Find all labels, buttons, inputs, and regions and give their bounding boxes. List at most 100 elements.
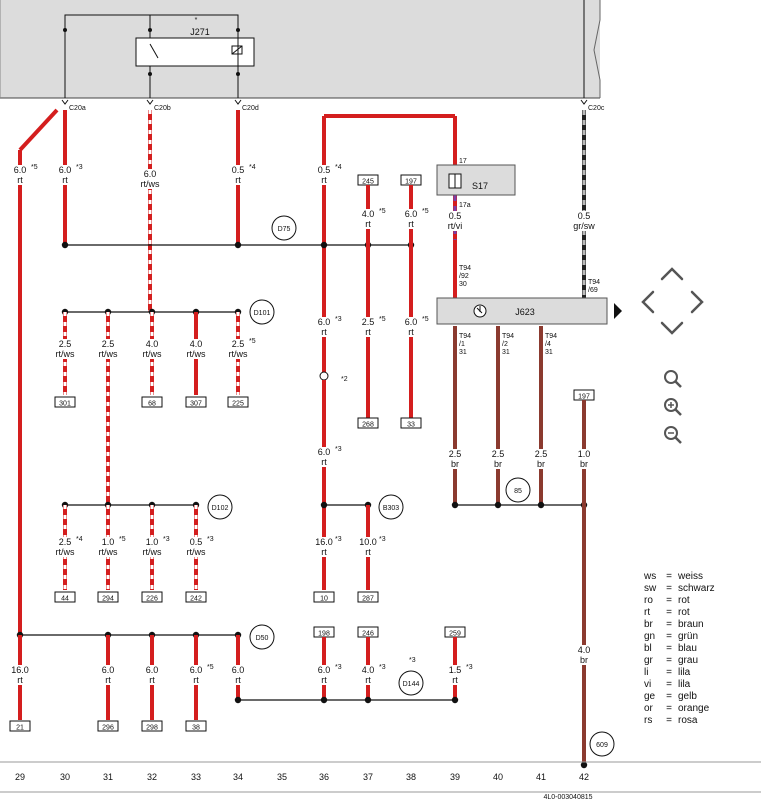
wire-label-bg [9, 165, 31, 185]
zoom-out-icon[interactable] [664, 426, 682, 444]
wire-label-bg [357, 665, 379, 685]
arrow-down-icon[interactable] [660, 321, 684, 335]
wire-red [18, 108, 59, 152]
relay-label: J271 [190, 27, 210, 37]
wire-gauge: 10.0 [359, 537, 377, 547]
wire-label-bg [97, 665, 119, 685]
legend-row: bl=blau [644, 643, 697, 654]
wire-label-bg [313, 317, 335, 337]
wire-label-bg [400, 209, 422, 229]
wire-note: *5 [379, 208, 386, 215]
column-number: 29 [15, 772, 25, 782]
zoom-in-icon[interactable] [664, 398, 682, 416]
terminal-label: 298 [146, 724, 158, 731]
connector-label: C20c [588, 105, 605, 112]
node-label: 85 [514, 488, 522, 495]
pin-label: /2 [502, 341, 508, 348]
magnifier-handle [674, 408, 682, 416]
wire-color: rt [452, 675, 458, 685]
wire-gauge: 6.0 [405, 317, 418, 327]
ground-node [249, 299, 275, 325]
junction-dot [451, 696, 459, 704]
legend-row: gn=grün [644, 631, 699, 642]
wire-color: rt [365, 219, 371, 229]
junction-dot [320, 501, 328, 509]
wire-note: *4 [335, 164, 342, 171]
wire-note: *3 [466, 664, 473, 671]
arrow-right-icon[interactable] [690, 290, 704, 314]
wire-gauge: 2.5 [535, 449, 548, 459]
zoom-fit-icon[interactable] [664, 370, 682, 388]
wire-color: rt [105, 675, 111, 685]
terminal-box [54, 396, 76, 408]
magnifier-handle [674, 380, 682, 388]
junction-dot [364, 696, 372, 704]
wire-color: br [537, 459, 545, 469]
wire-gauge: 0.5 [190, 537, 203, 547]
magnifier-handle [674, 436, 682, 444]
relay-pin [148, 28, 152, 32]
panel-break-edge [593, 0, 601, 98]
column-number: 33 [191, 772, 201, 782]
wire-color: rt/ws [56, 547, 75, 557]
wire-label-bg [400, 317, 422, 337]
module-label: J623 [515, 307, 535, 317]
legend-row: rt=rot [644, 607, 690, 618]
wire-gauge: 6.0 [144, 169, 157, 179]
node-label: D102 [212, 505, 229, 512]
column-number: 41 [536, 772, 546, 782]
terminal-box [313, 591, 335, 603]
wire-label-bg [227, 339, 249, 359]
wire-note: *3 [335, 536, 342, 543]
terminal-box [141, 720, 163, 732]
wire-label-bg [530, 449, 552, 469]
column-number: 42 [579, 772, 589, 782]
wire-color: rt [321, 457, 327, 467]
column-number: 36 [319, 772, 329, 782]
terminal-box [185, 720, 207, 732]
wire-color: rt/ws [56, 349, 75, 359]
pin-label: T94 [502, 333, 514, 340]
wire-gauge: 6.0 [318, 665, 331, 675]
wire-note: *5 [249, 338, 256, 345]
wire-label-bg [227, 665, 249, 685]
wire-note: *3 [379, 536, 386, 543]
node-label: D75 [278, 226, 291, 233]
junction-dot [494, 501, 502, 509]
terminal-box [357, 417, 379, 429]
wire-label-bg [444, 665, 466, 685]
terminal-label: 246 [362, 630, 374, 637]
wire-color: rt/ws [99, 547, 118, 557]
fuse-pin-label: 17a [459, 202, 471, 209]
play-pointer-icon[interactable] [614, 303, 622, 319]
wire-gauge: 6.0 [59, 165, 72, 175]
terminal-label: 38 [192, 724, 200, 731]
wire-label-bg [444, 449, 466, 469]
wire-color: rt [365, 327, 371, 337]
connector-arrow [234, 99, 242, 105]
splice-point [319, 371, 329, 381]
column-number: 38 [406, 772, 416, 782]
arrow-left-icon[interactable] [641, 290, 655, 314]
module-box [436, 297, 608, 325]
column-number: 31 [103, 772, 113, 782]
wire-gauge: 2.5 [362, 317, 375, 327]
terminal-box [185, 591, 207, 603]
wire-note: *5 [379, 316, 386, 323]
wire-color: rt [321, 675, 327, 685]
arrow-up-icon[interactable] [660, 267, 684, 281]
wire-label-bg [487, 449, 509, 469]
wire-gauge: 6.0 [405, 209, 418, 219]
wire-gauge: 6.0 [14, 165, 27, 175]
wire-label-bg [54, 165, 76, 185]
wire-gauge: 6.0 [102, 665, 115, 675]
connector-arrow [146, 99, 154, 105]
connector-label: C20a [69, 105, 86, 112]
wire-label-bg [97, 537, 119, 557]
wire-color: rt/ws [143, 547, 162, 557]
legend-row: sw=schwarz [644, 583, 715, 594]
connector-arrow [61, 99, 69, 105]
wire-label-bg [185, 665, 207, 685]
wire-gauge: 4.0 [146, 339, 159, 349]
node-label: D144 [403, 681, 420, 688]
